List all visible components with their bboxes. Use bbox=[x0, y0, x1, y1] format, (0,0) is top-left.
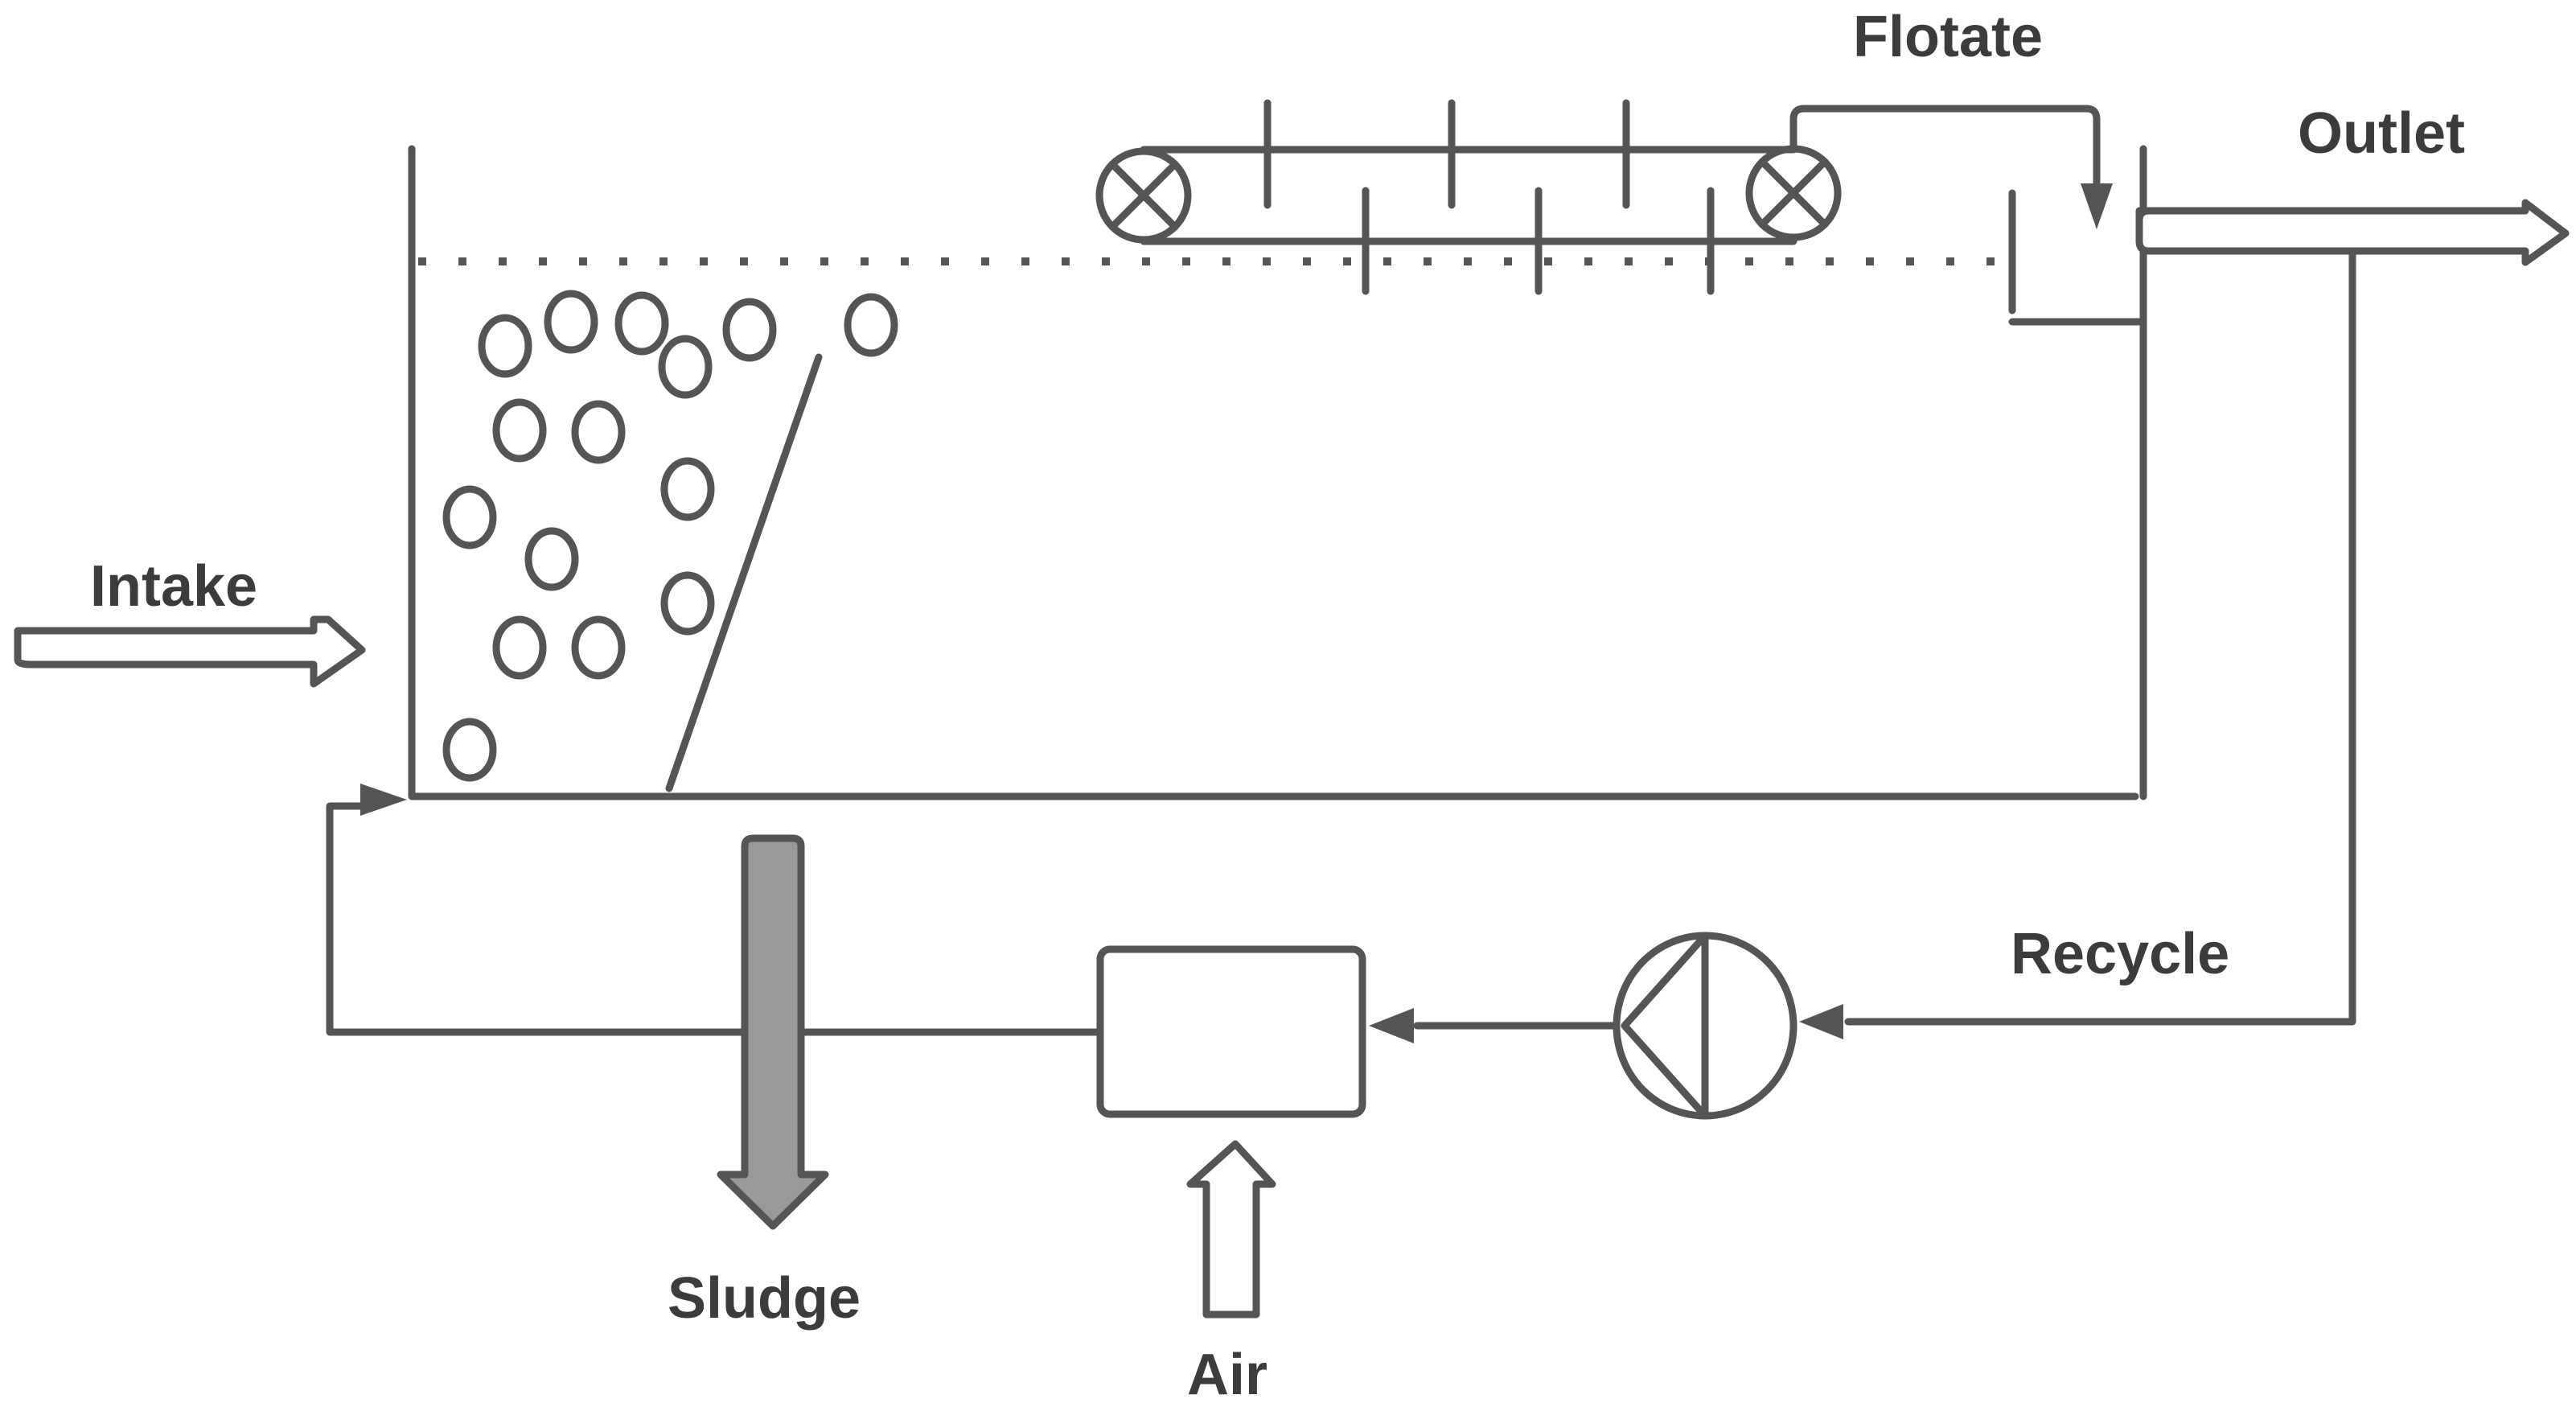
bubble bbox=[442, 485, 497, 549]
air-label: Air bbox=[1187, 1343, 1267, 1403]
return-line bbox=[326, 802, 1104, 1036]
bubble bbox=[722, 298, 777, 362]
bubble bbox=[544, 290, 598, 354]
bubble bbox=[442, 718, 497, 782]
saturator-arrow-head bbox=[1369, 1008, 1414, 1043]
sludge-label: Sludge bbox=[668, 1266, 861, 1331]
flotate-label: Flotate bbox=[1853, 5, 2043, 69]
flotate-arrow-head bbox=[2081, 183, 2113, 229]
bubble bbox=[660, 457, 715, 521]
conveyor-right-roller-icon bbox=[1745, 145, 1842, 241]
pump-chevron bbox=[1621, 932, 1709, 1120]
intake-label: Intake bbox=[90, 554, 257, 619]
bubble bbox=[658, 335, 713, 399]
bubble bbox=[660, 571, 715, 636]
bubble bbox=[492, 615, 547, 680]
air-saturator bbox=[1096, 945, 1366, 1118]
recycle-arrow-head bbox=[1799, 1004, 1843, 1039]
bubble bbox=[478, 314, 532, 378]
recycle-label: Recycle bbox=[2011, 922, 2229, 986]
recycle-loop bbox=[326, 247, 2356, 1120]
skimmer-conveyor bbox=[1095, 99, 1842, 295]
flotation-tank bbox=[408, 145, 2147, 800]
bubble bbox=[844, 293, 898, 357]
bubble bbox=[571, 615, 626, 680]
bubble bbox=[492, 398, 547, 463]
conveyor-left-roller-cross bbox=[1108, 160, 1179, 231]
bubble bbox=[571, 400, 626, 464]
flotate-line bbox=[1789, 105, 2101, 191]
recycle-riser-line bbox=[1844, 247, 2356, 1026]
air-inlet-arrow bbox=[1186, 1140, 1276, 1319]
intake-arrow bbox=[14, 615, 366, 688]
bubble bbox=[524, 527, 579, 591]
outlet-label: Outlet bbox=[2298, 101, 2465, 166]
sludge-arrow bbox=[717, 834, 829, 1230]
return-arrow-head bbox=[360, 784, 407, 816]
conveyor-left-roller-icon bbox=[1095, 147, 1192, 244]
bubble bbox=[614, 291, 669, 356]
outlet-arrow bbox=[2135, 199, 2570, 266]
air-bubbles bbox=[442, 290, 898, 782]
inclined-plate bbox=[665, 353, 823, 792]
conveyor-right-roller-cross bbox=[1758, 158, 1829, 228]
flotate-discharge bbox=[1789, 105, 2113, 229]
